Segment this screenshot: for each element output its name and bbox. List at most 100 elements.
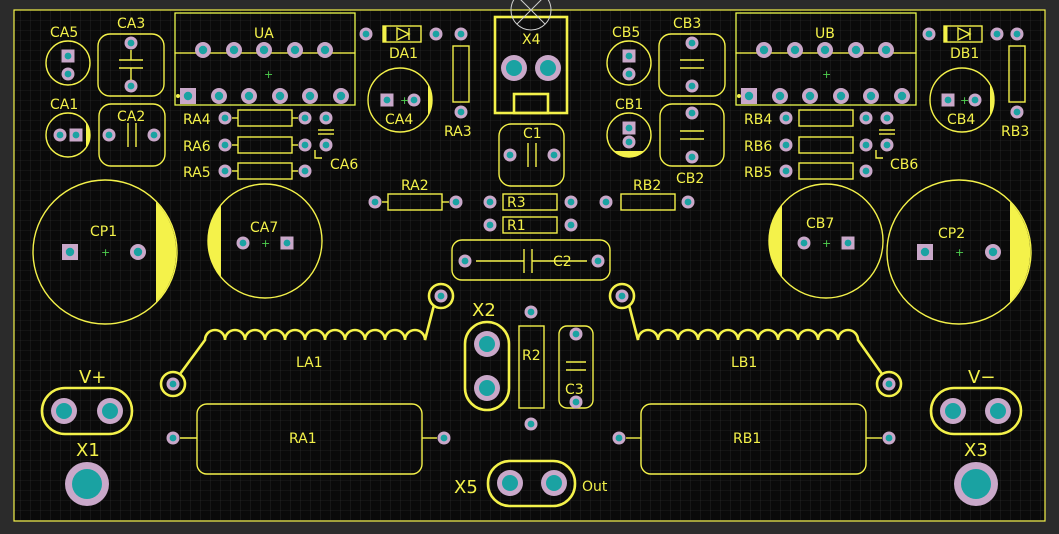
ca3-label: CA3: [117, 16, 145, 32]
svg-text:+: +: [261, 237, 270, 250]
cb5-label: CB5: [612, 25, 640, 41]
ra3-label: RA3: [444, 124, 472, 140]
ca5-label: CA5: [50, 25, 78, 41]
rb6-label: RB6: [744, 139, 772, 155]
ra6-label: RA6: [183, 139, 211, 155]
svg-text:+: +: [960, 94, 969, 107]
inductor-la1: LA1: [159, 282, 455, 398]
capacitor-ca3: CA3: [97, 16, 165, 97]
vplus-label: V+: [79, 367, 106, 388]
c3-label: C3: [565, 382, 584, 398]
cb1-label: CB1: [615, 97, 643, 113]
capacitor-cb1: CB1: [606, 97, 652, 158]
capacitor-c1: C1: [498, 123, 565, 187]
x1-label: X1: [76, 440, 100, 461]
capacitor-ca2: CA2: [98, 103, 166, 167]
capacitor-cp1: + CP1: [32, 179, 178, 325]
x2-label: X2: [472, 300, 496, 321]
connector-x5: X5 Out: [454, 459, 608, 508]
capacitor-cb6: CB6: [875, 111, 918, 173]
capacitor-cb7: + CB7: [768, 183, 884, 299]
resistor-ra6: RA6: [183, 136, 312, 155]
capacitor-ca1: CA1: [45, 97, 91, 158]
rb2-label: RB2: [633, 178, 661, 194]
resistor-rb6: RB6: [744, 136, 873, 155]
r2-label: R2: [522, 348, 541, 364]
cb7-label: CB7: [806, 216, 834, 232]
cb4-label: CB4: [947, 112, 975, 128]
ca2-label: CA2: [117, 109, 145, 125]
resistor-rb1: RB1: [612, 403, 896, 475]
capacitor-c3: C3: [558, 325, 594, 409]
connector-x3: V− X3: [929, 367, 1023, 506]
capacitor-ca6: CA6: [314, 111, 358, 173]
resistor-rb5: RB5: [744, 162, 873, 181]
cp2-label: CP2: [938, 226, 965, 242]
ra5-label: RA5: [183, 165, 211, 181]
vminus-label: V−: [968, 367, 995, 388]
resistor-rb2: RB2: [599, 178, 695, 211]
x3-label: X3: [964, 440, 988, 461]
diode-db1: DB1: [922, 25, 1004, 62]
resistor-r3: R3: [483, 193, 578, 211]
svg-text:+: +: [400, 94, 409, 107]
c1-label: C1: [523, 126, 542, 142]
connector-x1: V+ X1: [40, 367, 134, 506]
connector-x4: X4: [493, 0, 569, 115]
resistor-ra4: RA4: [183, 109, 312, 128]
x4-label: X4: [522, 32, 541, 48]
ca1-label: CA1: [50, 97, 78, 113]
inductor-lb1: LB1: [608, 282, 903, 398]
svg-text:+: +: [822, 68, 831, 81]
ub-label: UB: [815, 26, 835, 42]
ca7-label: CA7: [250, 220, 278, 236]
svg-text:+: +: [822, 237, 831, 250]
ra2-label: RA2: [401, 178, 429, 194]
r3-label: R3: [507, 195, 526, 211]
svg-text:+: +: [101, 246, 110, 259]
da1-label: DA1: [389, 46, 418, 62]
resistor-rb3: RB3: [1001, 27, 1029, 140]
capacitor-ca7: + CA7: [207, 183, 323, 299]
db1-label: DB1: [950, 46, 979, 62]
rb5-label: RB5: [744, 165, 772, 181]
out-label: Out: [582, 479, 608, 495]
ic-ub: + UB: [735, 12, 917, 106]
lb1-label: LB1: [731, 355, 757, 371]
resistor-r1: R1: [483, 216, 578, 234]
capacitor-cb5: CB5: [606, 25, 652, 86]
resistor-ra1: RA1: [166, 403, 451, 475]
cp1-label: CP1: [90, 224, 117, 240]
rb3-label: RB3: [1001, 124, 1029, 140]
ic-ua: + UA: [174, 12, 356, 106]
x5-label: X5: [454, 477, 478, 498]
ca4-label: CA4: [385, 112, 413, 128]
resistor-ra5: RA5: [183, 162, 312, 181]
rb4-label: RB4: [744, 112, 772, 128]
ra4-label: RA4: [183, 112, 211, 128]
la1-label: LA1: [296, 355, 323, 371]
diode-da1: DA1: [359, 25, 443, 62]
capacitor-c2: C2: [451, 239, 611, 281]
svg-text:+: +: [264, 68, 273, 81]
capacitor-ca5: CA5: [45, 25, 91, 86]
resistor-rb4: RB4: [744, 109, 873, 128]
ra1-label: RA1: [289, 431, 317, 447]
ca6-label: CA6: [330, 157, 358, 173]
capacitor-cb3: CB3: [658, 16, 726, 97]
capacitor-ca4: + CA4: [367, 67, 433, 133]
r1-label: R1: [507, 218, 526, 234]
capacitor-cb4: + CB4: [929, 67, 995, 133]
cb6-label: CB6: [890, 157, 918, 173]
rb1-label: RB1: [733, 431, 761, 447]
c2-label: C2: [553, 254, 572, 270]
capacitor-cp2: + CP2: [886, 179, 1032, 325]
resistor-ra2: RA2: [368, 178, 463, 211]
capacitor-cb2: CB2: [659, 103, 725, 187]
ua-label: UA: [254, 26, 274, 42]
svg-text:+: +: [955, 246, 964, 259]
connector-x2: X2: [463, 300, 511, 412]
resistor-r2: R2: [518, 305, 545, 431]
cb3-label: CB3: [673, 16, 701, 32]
